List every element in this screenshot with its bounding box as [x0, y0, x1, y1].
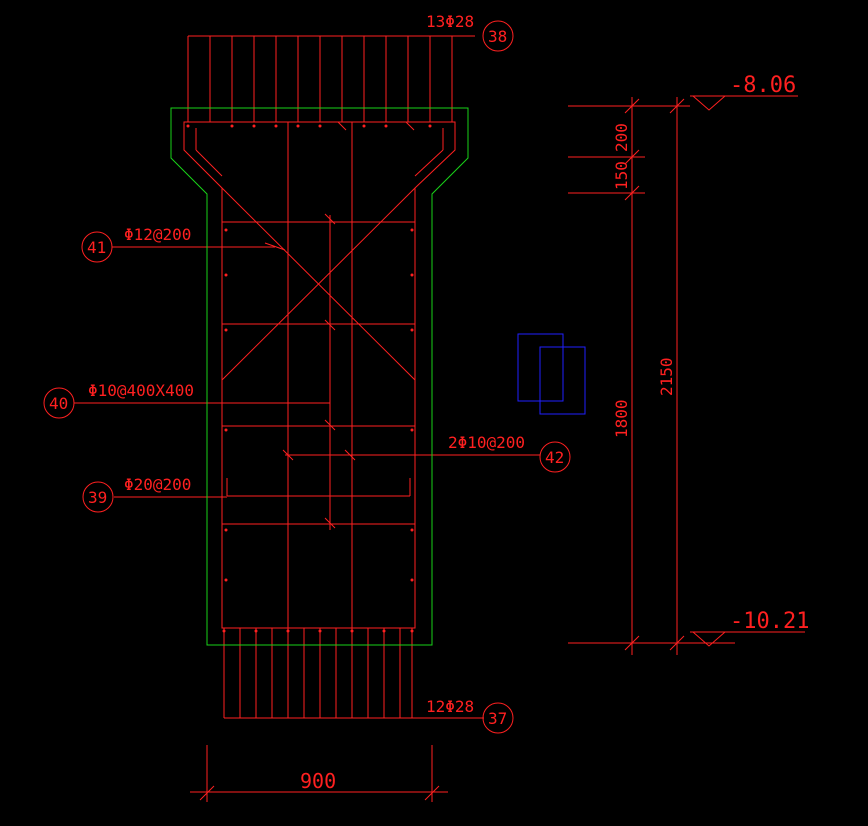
- marker-42-circle: [539, 441, 571, 473]
- top-rebar-group: [187, 35, 475, 122]
- marker-38-label: 38: [488, 27, 507, 46]
- marker-41-label: 41: [87, 238, 106, 257]
- dim-2150-label: 2150: [657, 357, 676, 396]
- top-bars-label: 13Φ28: [426, 12, 474, 31]
- top-elevation-label: -8.06: [730, 73, 796, 98]
- marker-41-circle: [81, 231, 113, 263]
- rebar-cage: [183, 121, 456, 629]
- width-dimension: [190, 745, 448, 802]
- marker-37-circle: [482, 702, 514, 734]
- bottom-bars-label: 12Φ28: [426, 697, 474, 716]
- marker-37-label: 37: [488, 709, 507, 728]
- marker-42-label: 42: [545, 448, 564, 467]
- tie-40-label: Φ10@400X400: [88, 381, 194, 400]
- dim-1800-label: 1800: [612, 399, 631, 438]
- concrete-outline: [170, 107, 469, 646]
- dim-150-label: 150: [612, 161, 631, 190]
- stirrup-41-label: Φ12@200: [124, 225, 191, 244]
- bar-42-label: 2Φ10@200: [448, 433, 525, 452]
- marker-39-label: 39: [88, 488, 107, 507]
- width-dimension-label: 900: [300, 769, 336, 793]
- marker-39-circle: [82, 481, 114, 513]
- section-detail: [517, 333, 586, 415]
- marker-40-label: 40: [49, 394, 68, 413]
- marker-38-circle: [482, 20, 514, 52]
- bottom-rebar-group: [223, 628, 484, 719]
- dim-200-label: 200: [612, 123, 631, 152]
- bottom-elevation-label: -10.21: [730, 609, 809, 634]
- marker-40-circle: [43, 387, 75, 419]
- elevation-dimensions: [568, 95, 805, 655]
- bar-39-label: Φ20@200: [124, 475, 191, 494]
- rebar-dots: [186, 124, 432, 633]
